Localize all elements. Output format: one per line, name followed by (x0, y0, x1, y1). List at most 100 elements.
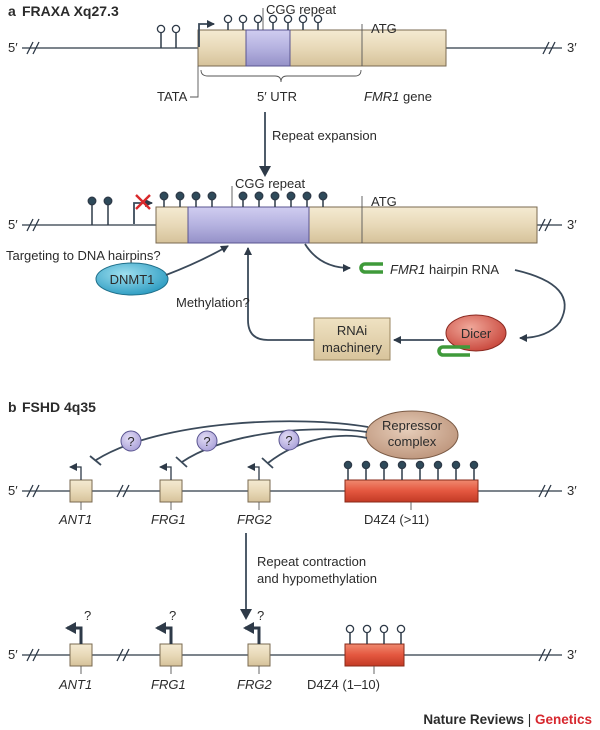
repressor-label-line2: complex (388, 434, 437, 449)
utr-brace (200, 69, 362, 83)
repression-arcs (89, 420, 369, 469)
cgg-repeat-expanded-box (187, 206, 310, 244)
break-icon (538, 484, 552, 498)
publisher-name: Nature Reviews (423, 712, 524, 727)
ant1-upregulated-arrow (65, 622, 83, 644)
three-prime-label: 3′ (567, 217, 577, 232)
journal-name: Genetics (535, 712, 592, 727)
inhibition-bar (175, 456, 188, 468)
fmr1-expanded-locus: 5′ 3′ CGG repeat ATG (8, 176, 577, 244)
dicer-enzyme (445, 314, 507, 352)
panel-a-letter: a (8, 3, 16, 19)
question-mark: ? (169, 608, 176, 623)
three-prime-label: 3′ (567, 483, 577, 498)
inhibition-bar (89, 455, 102, 466)
transcription-start-arrow (198, 20, 215, 47)
break-icon (538, 218, 552, 232)
unmethylated-cpg-sites (156, 14, 323, 48)
frg2-gene-box (247, 479, 271, 503)
hairpin-to-dicer-arrow (514, 269, 566, 342)
targeting-label: Targeting to DNA hairpins? (6, 248, 161, 263)
three-prime-label: 3′ (567, 40, 577, 55)
frg2-promoter-arrow (247, 463, 260, 480)
repeat-expansion-label: Repeat expansion (272, 128, 377, 143)
three-prime-label: 3′ (567, 647, 577, 662)
methylated-cpg-sites (87, 191, 328, 225)
blocked-transcription-arrow (133, 199, 153, 224)
d4z4-array-short (344, 643, 405, 667)
tata-label: TATA (157, 89, 188, 104)
fmr1-gene-label: FMR1 gene (364, 89, 432, 104)
panel-a-title: FRAXA Xq27.3 (22, 3, 119, 19)
break-icon (26, 648, 40, 662)
rnai-machinery-box (313, 317, 391, 361)
atg-label: ATG (371, 21, 397, 36)
fshd-contracted-locus: 5′ 3′ ? ANT1 ? FRG1 ? FRG2 D4Z4 (8, 608, 577, 692)
methylation-label: Methylation? (176, 295, 250, 310)
five-prime-label: 5′ (8, 483, 18, 498)
break-icon (538, 648, 552, 662)
publisher-credit: Nature Reviews | Genetics (423, 712, 592, 727)
fshd-normal-locus: 5′ 3′ ANT1 FRG1 FRG2 (8, 460, 577, 527)
d4z4-short-label: D4Z4 (1–10) (307, 677, 380, 692)
question-mark: ? (203, 434, 210, 449)
dicer-label: Dicer (461, 326, 492, 341)
inhibition-bar (261, 457, 274, 469)
d4z4-array-long (344, 479, 479, 503)
utr-label: 5′ UTR (257, 89, 297, 104)
transcription-to-hairpin-arrow (304, 243, 351, 272)
contraction-label-line1: Repeat contraction (257, 554, 366, 569)
atg-label-expanded: ATG (371, 194, 397, 209)
frg1-gene-box (159, 643, 183, 667)
ant1-promoter-arrow (69, 463, 82, 480)
dnmt1-arrow (165, 245, 229, 276)
break-icon (116, 484, 130, 498)
question-mark: ? (285, 433, 292, 448)
five-prime-label: 5′ (8, 647, 18, 662)
cgg-repeat-label-expanded: CGG repeat (235, 176, 305, 191)
cgg-repeat-label: CGG repeat (266, 2, 336, 17)
question-mark: ? (257, 608, 264, 623)
ant1-label: ANT1 (58, 512, 92, 527)
ant1-gene-box (69, 479, 93, 503)
d4z4-long-label: D4Z4 (>11) (364, 512, 429, 527)
methylated-cpg-sites (343, 460, 479, 480)
break-icon (116, 648, 130, 662)
frg2-label: FRG2 (237, 677, 272, 692)
contraction-label-line2: and hypomethylation (257, 571, 377, 586)
unmethylated-cpg-sites (345, 624, 406, 644)
break-icon (26, 218, 40, 232)
frg2-upregulated-arrow (243, 622, 261, 644)
rnai-to-repeat-arrow (244, 247, 314, 341)
cgg-repeat-box (245, 29, 291, 67)
frg2-gene-box (247, 643, 271, 667)
repressor-label-line1: Repressor (382, 418, 443, 433)
question-marker (120, 430, 142, 452)
frg1-gene-box (159, 479, 183, 503)
frg2-label: FRG2 (237, 512, 272, 527)
ant1-label: ANT1 (58, 677, 92, 692)
break-icon (26, 41, 40, 55)
hairpin-rna-label: FMR1 hairpin RNA (390, 262, 499, 277)
frg1-label: FRG1 (151, 677, 186, 692)
dnmt1-label: DNMT1 (110, 272, 155, 287)
break-icon (542, 41, 556, 55)
sirna-icon (437, 345, 470, 357)
frg1-promoter-arrow (159, 463, 172, 480)
rnai-label-line1: RNAi (337, 323, 367, 338)
fmr1-gene-box (197, 29, 447, 67)
frg1-label: FRG1 (151, 512, 186, 527)
panel-b-letter: b (8, 399, 17, 415)
dnmt1-enzyme (95, 262, 169, 296)
panel-b-title: FSHD 4q35 (22, 399, 96, 415)
frg1-upregulated-arrow (155, 622, 173, 644)
blocked-x-icon (135, 194, 151, 210)
question-mark: ? (84, 608, 91, 623)
question-mark: ? (127, 434, 134, 449)
ant1-gene-box (69, 643, 93, 667)
question-marker (196, 430, 218, 452)
fmr1-normal-locus: 5′ 3′ CGG repeat ATG TATA (8, 2, 577, 104)
five-prime-label: 5′ (8, 217, 18, 232)
five-prime-label: 5′ (8, 40, 18, 55)
